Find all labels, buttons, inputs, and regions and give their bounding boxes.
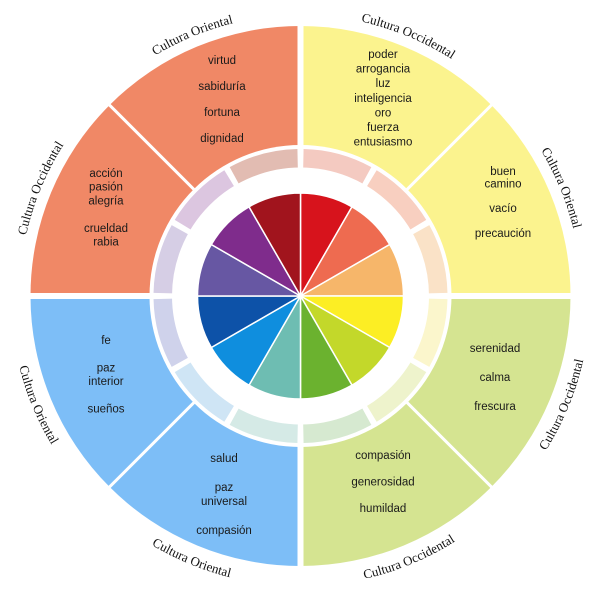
emotion-word: crueldad [84, 223, 128, 235]
ring-segment [174, 361, 235, 422]
emotion-word: buen [490, 166, 516, 178]
emotion-word: compasión [355, 450, 411, 462]
emotion-word: luz [376, 78, 391, 90]
ring-segment [411, 298, 448, 367]
emotion-word: sueños [87, 404, 124, 416]
emotion-word: fuerza [367, 122, 400, 134]
emotion-word: frescura [474, 401, 516, 413]
emotion-word: interior [88, 376, 123, 388]
ring-segment [303, 149, 372, 185]
ring-segment [229, 149, 298, 185]
emotion-word: dignidad [200, 133, 243, 145]
emotion-word: humildad [360, 503, 407, 515]
ring-segment [153, 298, 190, 367]
emotion-word: arrogancia [356, 64, 411, 76]
emotion-word: poder [368, 49, 398, 61]
emotion-word: alegría [88, 195, 124, 207]
diagonal-divider [107, 102, 198, 194]
emotion-word: pasión [89, 182, 123, 194]
emotion-word: sabiduría [198, 81, 246, 93]
diagonal-divider [107, 398, 198, 490]
emotion-word: oro [375, 107, 392, 119]
emotion-word: paz [97, 362, 116, 374]
emotion-word: virtud [208, 55, 236, 67]
emotion-word: acción [89, 168, 122, 180]
ring-inner-border [172, 167, 429, 425]
emotion-word: serenidad [470, 343, 521, 355]
inner-color-wheel [192, 188, 409, 404]
ring-segment [411, 225, 448, 294]
emotion-word: salud [210, 453, 238, 465]
emotion-word: paz [215, 482, 234, 494]
ring-segment [303, 407, 372, 443]
emotion-words: virtud sabiduría fortuna dignidad poder arrog… [84, 49, 531, 537]
emotion-word: calma [480, 372, 511, 384]
emotion-word: fortuna [204, 107, 240, 119]
emotion-word: compasión [196, 525, 252, 537]
emotion-word: universal [201, 496, 247, 508]
ring-segment [153, 225, 190, 294]
ring-segment [366, 170, 427, 231]
emotion-word: entusiasmo [354, 137, 413, 149]
color-wedge [247, 192, 302, 299]
emotion-word: camino [484, 178, 521, 190]
emotion-word: rabia [93, 237, 119, 249]
diagonal-divider [403, 398, 494, 490]
emotion-word: fe [101, 335, 111, 347]
emotion-word: vacío [489, 203, 517, 215]
ring-segment [366, 361, 427, 422]
ring-segment [229, 407, 298, 443]
emotion-word: generosidad [351, 477, 414, 489]
emotion-word: inteligencia [354, 93, 412, 105]
diagonal-divider [403, 102, 494, 194]
ring-segment [174, 170, 235, 231]
emotion-word: precaución [475, 228, 531, 240]
